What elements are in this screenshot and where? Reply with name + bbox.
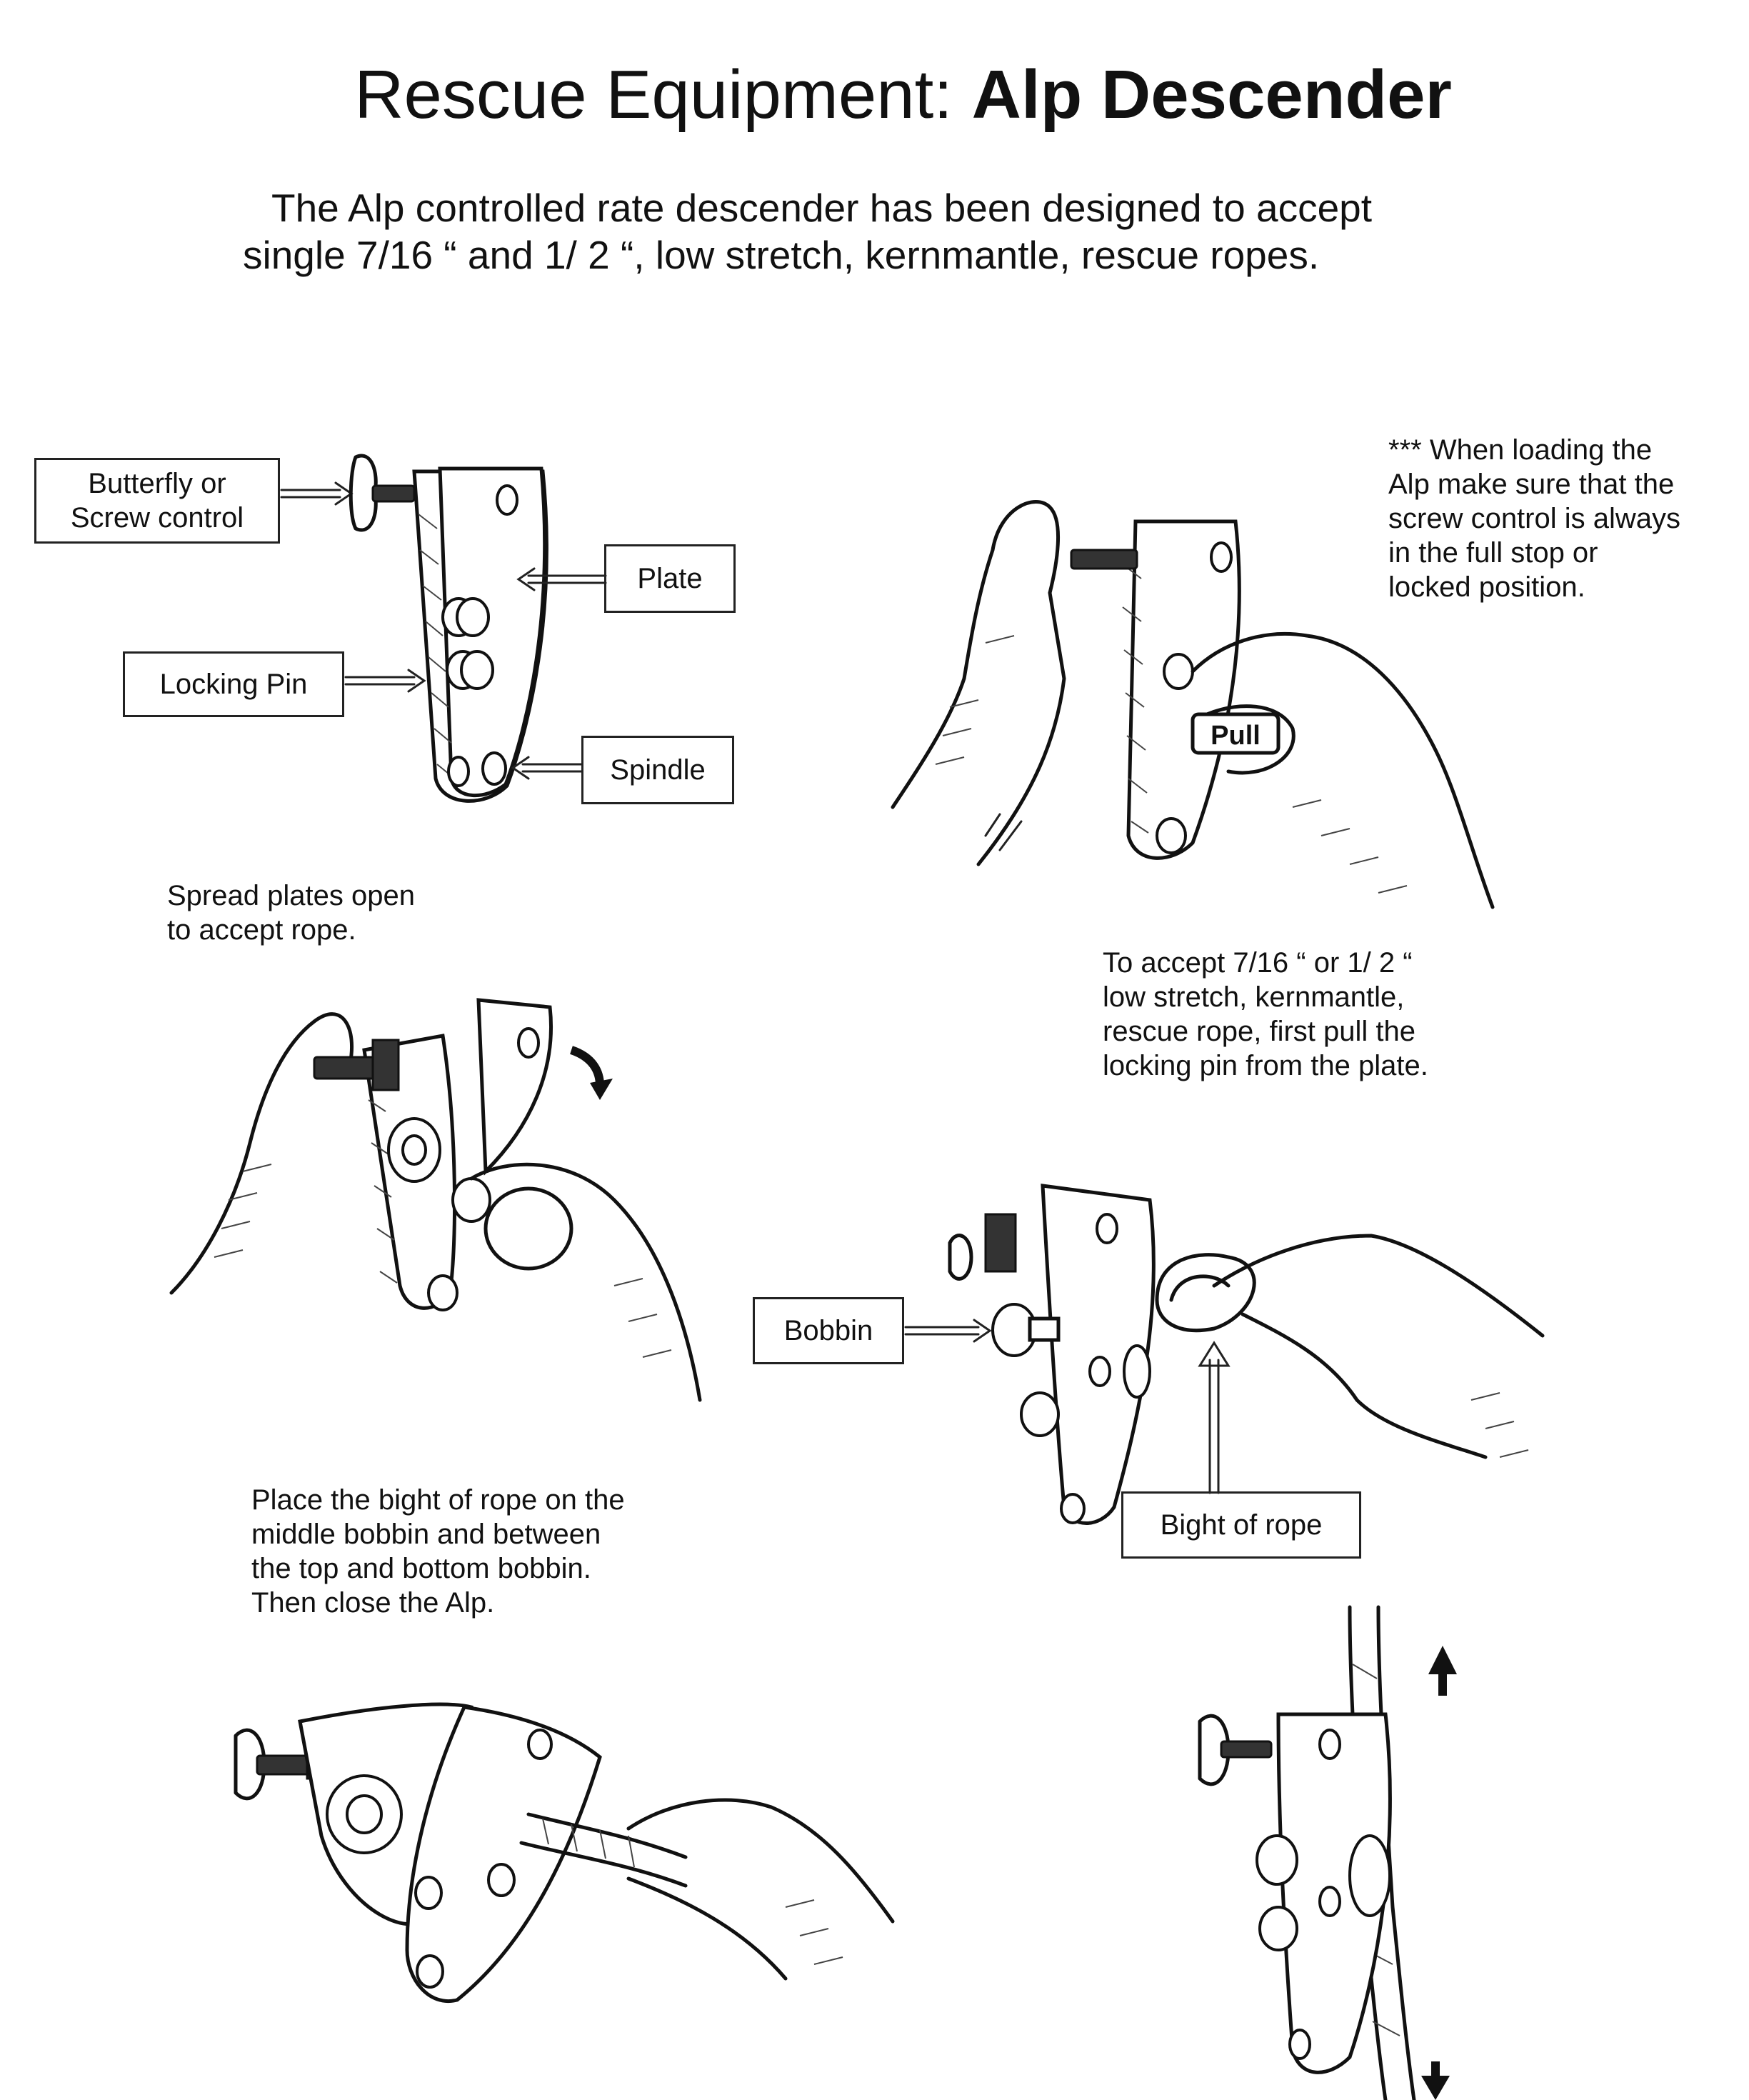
plate-front [438,466,547,798]
warning-line-2: Alp make sure that the [1388,469,1675,500]
intro-line-1: The Alp controlled rate descender has be… [271,186,1373,230]
spread-plates-line-1: Spread plates open [167,880,415,911]
accept-rope-line-1: To accept 7/16 “ or 1/ 2 “ [1103,947,1413,979]
label-bobbin-text: Bobbin [783,1315,873,1346]
warning-line-3: screw control is always [1388,503,1681,534]
warning-line-5: locked position. [1388,571,1585,603]
place-bight-line-4: Then close the Alp. [251,1587,495,1619]
hand [1212,1234,1545,1338]
rope-bight [1155,1253,1256,1333]
label-plate: Plate [604,544,736,613]
arrow-up-icon [1198,1341,1231,1494]
arrow-down-icon [1421,2061,1450,2100]
accept-rope-line-2: low stretch, kernmantle, [1103,981,1405,1013]
pull-pin-illustration: Pull [891,500,1495,909]
label-locking-pin: Locking Pin [123,651,344,717]
label-butterfly-line-1: Butterfly or [88,468,226,499]
pull-label: Pull [1211,721,1261,751]
label-bobbin: Bobbin [753,1297,904,1364]
warning-line-1: *** When loading the [1388,434,1653,466]
arrow-right-icon [280,481,354,506]
butterfly-screw-icon [349,454,416,532]
plate-front [405,1705,602,2003]
title-emphasis: Alp Descender [971,56,1452,133]
left-hand [891,500,1066,866]
arrow-left-icon [516,567,607,591]
accept-rope-line-4: locking pin from the plate. [1103,1050,1428,1081]
close-alp-illustration [234,1702,895,2003]
place-bight-line-3: the top and bottom bobbin. [251,1553,591,1584]
rope-through-descender-illustration [1198,1605,1457,2100]
plate-front [1126,519,1241,860]
page-title: Rescue Equipment: Alp Descender [0,56,1749,134]
arrow-up-icon [1428,1646,1457,1696]
accept-rope-line-3: rescue rope, first pull the [1103,1016,1415,1047]
label-spindle: Spindle [581,736,734,804]
label-spindle-text: Spindle [610,754,706,786]
curved-arrow-icon [569,1046,613,1100]
warning-line-4: in the full stop or [1388,537,1598,569]
plate-right [476,998,553,1176]
arrow-left-icon [511,756,583,780]
spindle [481,751,507,786]
label-bight-of-rope: Bight of rope [1121,1491,1361,1559]
label-butterfly-screw-control: Butterfly or Screw control [34,458,280,544]
spread-plates-illustration [169,998,702,1402]
place-bight-caption: Place the bight of rope on the middle bo… [251,1483,625,1620]
label-plate-text: Plate [637,563,703,594]
title-prefix: Rescue Equipment: [354,56,972,133]
spread-plates-caption: Spread plates open to accept rope. [167,879,415,947]
descender-labeled-illustration [280,454,607,803]
bobbin-bight-illustration [904,1184,1545,1525]
warning-note: *** When loading the Alp make sure that … [1388,433,1680,604]
label-butterfly-line-2: Screw control [70,502,244,534]
place-bight-line-2: middle bobbin and between [251,1519,601,1550]
label-locking-pin-text: Locking Pin [159,669,308,700]
intro-paragraph: The Alp controlled rate descender has be… [243,184,1528,279]
right-hand [469,1162,702,1402]
arrow-right-icon [344,669,426,693]
place-bight-line-1: Place the bight of rope on the [251,1484,625,1516]
left-hand [169,1012,354,1295]
intro-line-2: single 7/16 “ and 1/ 2 “, low stretch, k… [243,233,1320,277]
label-bight-of-rope-text: Bight of rope [1160,1509,1323,1541]
arrow-right-icon [904,1319,992,1343]
accept-rope-caption: To accept 7/16 “ or 1/ 2 “ low stretch, … [1103,946,1428,1083]
spread-plates-line-2: to accept rope. [167,914,356,946]
right-hand [1191,632,1495,909]
hand [626,1798,895,1924]
